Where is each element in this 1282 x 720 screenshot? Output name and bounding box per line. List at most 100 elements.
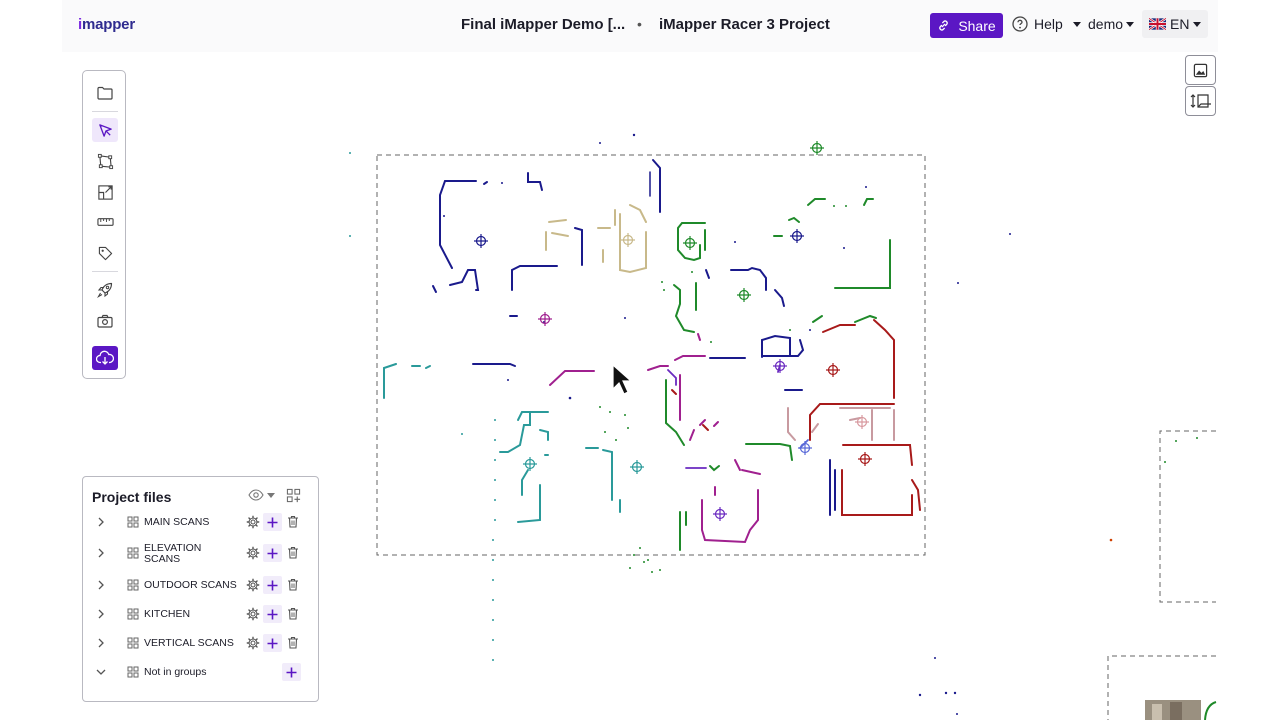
- group-row-outdoor-scans[interactable]: OUTDOOR SCANS: [83, 571, 318, 600]
- share-button[interactable]: Share: [930, 13, 1003, 38]
- polygon-tool[interactable]: [92, 149, 118, 173]
- gear-icon[interactable]: [246, 515, 260, 529]
- logo-prefix: i: [78, 16, 82, 33]
- add-to-group-button[interactable]: [263, 513, 282, 531]
- plus-icon: [267, 609, 278, 619]
- title-separator: •: [637, 16, 642, 32]
- trash-icon[interactable]: [287, 578, 299, 591]
- scan-dots-green: [599, 205, 1198, 573]
- trash-icon[interactable]: [287, 636, 299, 649]
- group-row-elevation-scans[interactable]: ELEVATION SCANS: [83, 539, 318, 568]
- launch-tool[interactable]: [92, 278, 118, 302]
- scan-region-main: [376, 154, 926, 556]
- scan-station-marker[interactable]: [773, 359, 787, 373]
- chevron-right-icon[interactable]: [94, 578, 108, 592]
- chevron-right-icon[interactable]: [94, 636, 108, 650]
- select-pointer-icon: [98, 123, 112, 137]
- group-label: KITCHEN: [144, 608, 191, 620]
- chevron-right-icon[interactable]: [94, 546, 108, 560]
- camera-tool[interactable]: [92, 309, 118, 333]
- gear-icon[interactable]: [246, 636, 260, 650]
- trash-icon[interactable]: [287, 515, 299, 528]
- add-to-group-button[interactable]: [282, 663, 301, 681]
- scan-station-marker[interactable]: [630, 460, 644, 474]
- height-adjust-button[interactable]: [1185, 86, 1216, 116]
- project-files-panel: Project files MAIN SCANS ELEVATION SCANS…: [82, 476, 319, 702]
- plus-icon: [267, 638, 278, 648]
- tag-tool[interactable]: [92, 241, 118, 265]
- scan-station-marker[interactable]: [858, 452, 872, 466]
- chevron-down-icon: [1072, 21, 1081, 27]
- group-row-not-in-groups[interactable]: Not in groups: [83, 658, 318, 687]
- chevron-right-icon[interactable]: [94, 515, 108, 529]
- group-label: Not in groups: [144, 666, 207, 678]
- group-row-kitchen[interactable]: KITCHEN: [83, 600, 318, 629]
- user-label: demo: [1088, 16, 1124, 32]
- gear-icon[interactable]: [246, 546, 260, 560]
- scan-station-marker[interactable]: [790, 229, 804, 243]
- scan-station-marker[interactable]: [826, 363, 840, 377]
- group-label: VERTICAL SCANS: [144, 637, 234, 649]
- chevron-down-icon: [1126, 21, 1135, 27]
- gear-icon[interactable]: [246, 578, 260, 592]
- scan-station-marker[interactable]: [523, 457, 537, 471]
- chevron-right-icon[interactable]: [94, 607, 108, 621]
- scan-station-marker[interactable]: [621, 233, 635, 247]
- logo-rest: mapper: [81, 16, 135, 33]
- add-group-button[interactable]: [286, 488, 301, 508]
- floorplan-canvas[interactable]: [0, 52, 1282, 720]
- user-menu[interactable]: demo: [1088, 16, 1135, 32]
- scan-station-marker[interactable]: [538, 312, 552, 326]
- group-label: MAIN SCANS: [144, 516, 210, 528]
- trash-icon[interactable]: [287, 607, 299, 620]
- scan-lines-green: [665, 198, 891, 551]
- polygon-icon: [97, 153, 113, 169]
- add-to-group-button[interactable]: [263, 576, 282, 594]
- group-grid-icon: [127, 608, 139, 620]
- chevron-down-icon[interactable]: [94, 665, 108, 679]
- add-to-group-button[interactable]: [263, 634, 282, 652]
- scan-dots-navy: [443, 133, 1011, 715]
- scan-lines-magenta: [549, 333, 761, 544]
- measure-tool[interactable]: [92, 210, 118, 234]
- scan-lines-pink: [787, 407, 895, 441]
- scan-station-marker[interactable]: [855, 415, 869, 429]
- panel-title: Project files: [92, 489, 172, 505]
- floorplan-edit-tool[interactable]: [92, 180, 118, 204]
- project-title[interactable]: Final iMapper Demo [...: [461, 16, 626, 33]
- scan-station-marker[interactable]: [810, 141, 824, 155]
- gear-icon[interactable]: [246, 607, 260, 621]
- scan-station-marker[interactable]: [737, 288, 751, 302]
- plus-icon: [267, 517, 278, 527]
- help-label: Help: [1034, 16, 1063, 32]
- project-subtitle[interactable]: iMapper Racer 3 Project: [659, 16, 830, 33]
- scan-lines-teal: [383, 363, 621, 523]
- visibility-toggle[interactable]: [248, 489, 275, 501]
- ruler-icon: [96, 218, 114, 226]
- scan-lines-red: [671, 319, 921, 516]
- camera-icon: [97, 314, 113, 328]
- open-folder-tool[interactable]: [92, 81, 118, 105]
- floorplan-edit-icon: [97, 184, 113, 200]
- trash-icon[interactable]: [287, 546, 299, 559]
- question-circle-icon: [1012, 16, 1028, 32]
- group-grid-icon: [127, 579, 139, 591]
- group-row-main-scans[interactable]: MAIN SCANS: [83, 508, 318, 537]
- export-tool[interactable]: [92, 346, 118, 370]
- select-tool[interactable]: [92, 118, 118, 142]
- tag-icon: [98, 246, 112, 260]
- scan-station-marker[interactable]: [713, 507, 727, 521]
- plus-icon: [286, 667, 297, 677]
- toggle-image-layer-button[interactable]: [1185, 55, 1216, 85]
- imapper-logo[interactable]: imapper: [78, 16, 135, 33]
- scan-station-marker[interactable]: [683, 236, 697, 250]
- group-grid-icon: [127, 666, 139, 678]
- help-menu[interactable]: Help: [1012, 16, 1081, 32]
- scan-station-marker[interactable]: [798, 441, 812, 455]
- add-to-group-button[interactable]: [263, 605, 282, 623]
- uk-flag-icon: [1149, 18, 1166, 30]
- add-to-group-button[interactable]: [263, 544, 282, 562]
- language-selector[interactable]: EN: [1142, 10, 1209, 38]
- scan-station-marker[interactable]: [474, 234, 488, 248]
- group-row-vertical-scans[interactable]: VERTICAL SCANS: [83, 629, 318, 658]
